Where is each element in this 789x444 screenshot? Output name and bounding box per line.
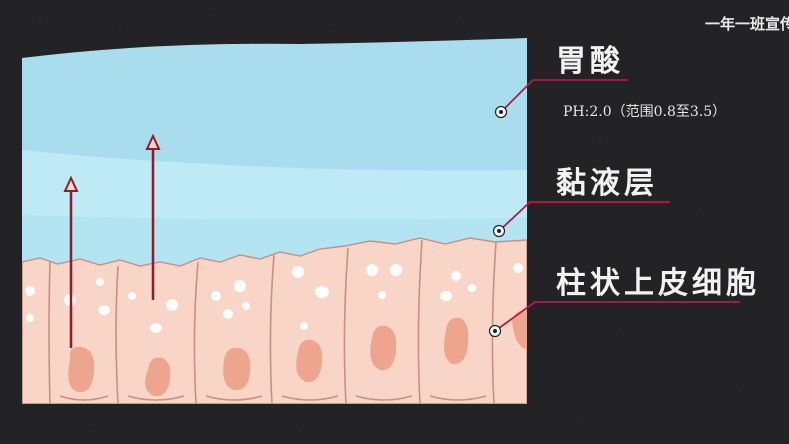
label-gastric-acid: 胃酸	[556, 44, 624, 79]
watermark-text: 一年一班宣传	[704, 15, 789, 33]
target-dot-icon	[494, 105, 508, 119]
epithelium-layer	[22, 237, 527, 404]
target-dots	[488, 105, 508, 338]
cell-walls	[22, 239, 527, 404]
label-ph-value: PH:2.0（范围0.8至3.5）	[563, 104, 727, 120]
arrow-up-outline-icon	[63, 175, 79, 348]
target-dot-icon	[492, 224, 506, 238]
leader-cells	[494, 301, 740, 332]
label-epithelial-cells: 柱状上皮细胞	[556, 266, 760, 301]
leader-lines	[494, 79, 740, 332]
label-mucus-layer: 黏液层	[556, 166, 658, 201]
arrow-up-outline-icon	[145, 133, 161, 300]
background-texture	[39, 14, 741, 431]
leader-mucus	[498, 201, 670, 232]
upward-arrows	[63, 133, 161, 348]
leader-acid	[500, 79, 628, 113]
cell-vesicles	[25, 263, 523, 333]
target-dot-icon	[488, 324, 502, 338]
cell-nuclei	[68, 311, 527, 397]
